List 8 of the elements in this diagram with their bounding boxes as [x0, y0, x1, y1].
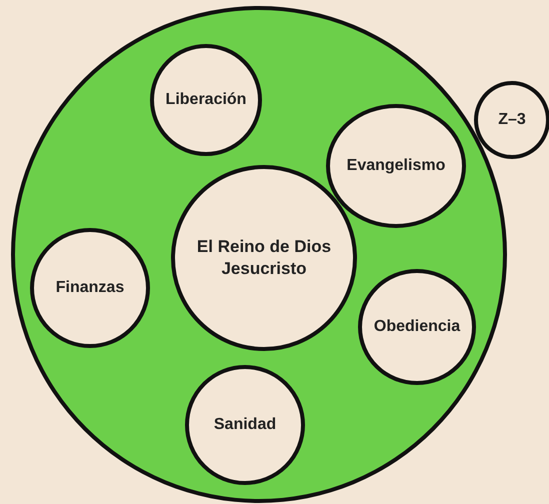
- topic-circle: [474, 81, 549, 159]
- topic-label: Z–3: [498, 110, 526, 130]
- topic-label: Evangelismo: [346, 156, 446, 176]
- topic-label: Liberación: [166, 90, 246, 110]
- topic-label: Finanzas: [56, 278, 124, 298]
- topic-label: Obediencia: [374, 316, 460, 337]
- topic-label: El Reino de Dios Jesucristo: [196, 236, 332, 280]
- topic-label: Sanidad: [214, 414, 276, 435]
